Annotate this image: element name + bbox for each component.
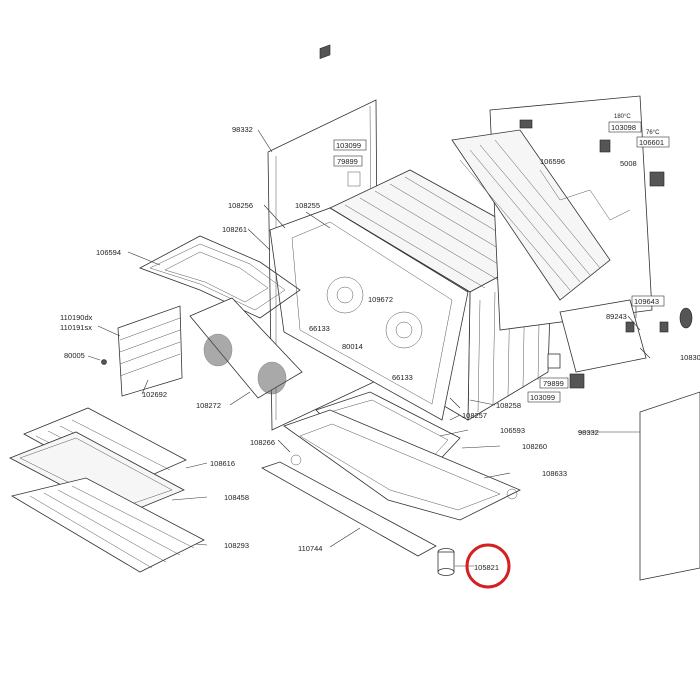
label-98332-bottom: 98332 [578,428,599,437]
label-103099-top: 103099 [336,141,361,150]
cavity-floor [283,409,521,521]
box-79899-b [539,377,569,389]
label-108255: 108255 [295,201,320,210]
label-76c: 76°C [646,130,660,136]
label-108272: 108272 [196,401,221,410]
label-108257: 108257 [462,411,487,420]
label-103098: 103098 [611,123,636,132]
leader-lines [87,129,651,567]
label-103099-b: 103099 [530,393,555,402]
label-110191: 110191sx [60,323,92,332]
label-110744: 110744 [298,544,322,553]
label-102692: 102692 [142,390,167,399]
box-106601 [636,136,670,148]
label-108458: 108458 [224,493,249,502]
label-108633: 108633 [542,469,567,478]
label-106601: 106601 [639,138,664,147]
highlight-circle [465,543,511,589]
label-109672: 109672 [368,295,393,304]
label-79899-top: 79899 [337,157,358,166]
label-98332-top: 98332 [232,125,253,134]
label-66133-a: 66133 [309,324,330,333]
front-frame [269,207,469,421]
label-109643: 109643 [634,297,659,306]
box-109643 [631,295,665,307]
label-105821: 105821 [474,563,499,572]
label-108266: 108266 [250,438,275,447]
label-80014: 80014 [342,342,363,351]
label-66133-b: 66133 [392,373,413,382]
lower-front-panel [261,461,437,557]
switch-parts [547,353,585,389]
label-108616: 108616 [210,459,235,468]
label-80005: 80005 [64,351,85,360]
label-79899-b: 79899 [543,379,564,388]
box-79899-top [333,155,363,167]
label-106596: 106596 [540,157,565,166]
box-103099-top [333,139,367,151]
box-103099-b [527,391,561,403]
part-labels: 98332 103099 79899 108256 108255 108261 … [60,114,700,572]
label-5008: 5008 [620,159,637,168]
foot-part [437,548,455,576]
label-108293: 108293 [224,541,249,550]
label-108260: 108260 [522,442,547,451]
label-110190: 110190dx [60,313,93,322]
fan-cover [189,297,303,399]
label-180c: 180°C [614,114,631,120]
side-panel-right [639,391,700,581]
wire-rack-bottom [10,477,205,573]
label-108258: 108258 [496,401,521,410]
label-106593: 106593 [500,426,525,435]
label-106594: 106594 [96,248,121,257]
grill-element [139,235,301,319]
shelf-support [101,305,183,397]
label-108261: 108261 [222,225,247,234]
control-board [559,299,693,373]
label-108256: 108256 [228,201,253,210]
label-89243: 89243 [606,312,627,321]
box-103098 [608,121,642,133]
label-10830: 10830 [680,353,700,362]
rear-panel [451,95,665,331]
